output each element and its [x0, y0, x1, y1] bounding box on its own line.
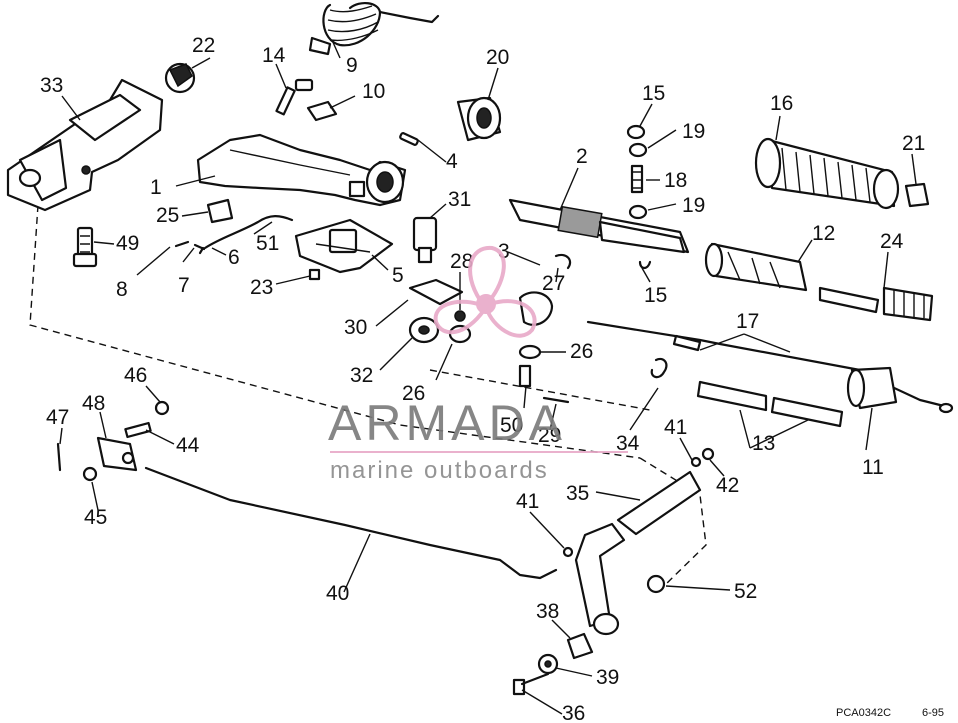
watermark-name: ARMADA [328, 395, 566, 451]
part-tiller-arm [196, 133, 407, 207]
callout-27: 27 [542, 272, 565, 295]
callout-52: 52 [734, 580, 757, 603]
callout-33: 33 [40, 74, 63, 97]
part-end-cap [904, 182, 930, 208]
callout-25: 25 [156, 204, 179, 227]
callout-12: 12 [812, 222, 835, 245]
part-throttle-cable [586, 320, 954, 414]
part-screw [275, 78, 314, 116]
part-cap [164, 62, 196, 94]
part-adjustment-knob [818, 286, 934, 322]
callout-labels: 1 2 3 4 5 6 7 8 9 10 11 12 13 14 15 15 1… [40, 34, 925, 723]
part-lanyard-coil [308, 2, 440, 56]
callout-9: 9 [346, 54, 358, 77]
part-pin [399, 132, 419, 146]
callout-1: 1 [150, 176, 162, 199]
callout-20: 20 [486, 46, 509, 69]
callout-38: 38 [536, 600, 559, 623]
callout-13: 13 [752, 432, 775, 455]
callout-15a: 15 [642, 82, 665, 105]
watermark-tagline: marine outboards [330, 457, 549, 484]
callout-26a: 26 [570, 340, 593, 363]
part-throttle-shaft [508, 198, 690, 254]
callout-32: 32 [350, 364, 373, 387]
leader-lines [59, 39, 917, 715]
figure-code: PCA0342C [836, 707, 891, 719]
callout-50: 50 [500, 414, 523, 437]
callout-41b: 41 [516, 490, 539, 513]
part-throttle-stop [412, 216, 438, 264]
callout-22: 22 [192, 34, 215, 57]
callout-21: 21 [902, 132, 925, 155]
callout-8: 8 [116, 278, 128, 301]
part-shift-rod [144, 466, 574, 580]
callout-15b: 15 [644, 284, 667, 307]
callout-24: 24 [880, 230, 904, 253]
callout-41a: 41 [664, 416, 687, 439]
callout-35: 35 [566, 482, 589, 505]
callout-3: 3 [498, 240, 510, 263]
part-sleeves [696, 380, 844, 428]
callout-16: 16 [770, 92, 793, 115]
part-small-bracket [206, 198, 234, 224]
part-cable-clip [650, 357, 668, 379]
callout-31: 31 [448, 188, 471, 211]
part-bracket [6, 78, 164, 212]
callout-28: 28 [450, 250, 473, 273]
callout-10: 10 [362, 80, 385, 103]
part-shift-lever [574, 447, 715, 636]
callout-29: 29 [538, 424, 561, 447]
callout-6: 6 [228, 246, 240, 269]
part-bolt [72, 226, 98, 268]
callout-47: 47 [46, 406, 69, 429]
callout-44: 44 [176, 434, 200, 457]
part-pin-small [542, 396, 570, 404]
callout-5: 5 [392, 264, 404, 287]
part-clip [306, 100, 338, 122]
callout-39: 39 [596, 666, 619, 689]
callout-23: 23 [250, 276, 273, 299]
callout-19b: 19 [682, 194, 705, 217]
callout-11: 11 [862, 456, 884, 479]
callout-46: 46 [124, 364, 147, 387]
part-cable-housing [846, 366, 898, 410]
part-grip-insert [704, 242, 808, 292]
callout-34: 34 [616, 432, 640, 455]
part-spring-stack [626, 124, 652, 270]
callout-30: 30 [344, 316, 367, 339]
part-grip-sleeve [456, 96, 502, 142]
callout-19a: 19 [682, 120, 705, 143]
callout-18: 18 [664, 169, 687, 192]
callout-48: 48 [82, 392, 105, 415]
part-switch-plate [294, 218, 394, 274]
callout-45: 45 [84, 506, 107, 529]
assembly-guide-lines [29, 204, 707, 586]
callout-17: 17 [736, 310, 759, 333]
callout-2: 2 [576, 145, 588, 168]
callout-49: 49 [116, 232, 139, 255]
callout-36: 36 [562, 702, 585, 723]
propeller-logo [433, 245, 537, 338]
callout-14: 14 [262, 44, 286, 67]
part-grip [754, 137, 900, 210]
part-lever-hardware [512, 632, 594, 696]
callout-7: 7 [178, 274, 190, 297]
part-link-hardware [56, 400, 170, 482]
watermark: ARMADA marine outboards [328, 245, 628, 484]
callout-4: 4 [446, 150, 458, 173]
part-small-hardware [174, 240, 321, 281]
figure-date: 6-95 [922, 707, 944, 719]
callout-40: 40 [326, 582, 349, 605]
callout-42: 42 [716, 474, 739, 497]
callout-51: 51 [256, 232, 279, 255]
callout-26b: 26 [402, 382, 425, 405]
